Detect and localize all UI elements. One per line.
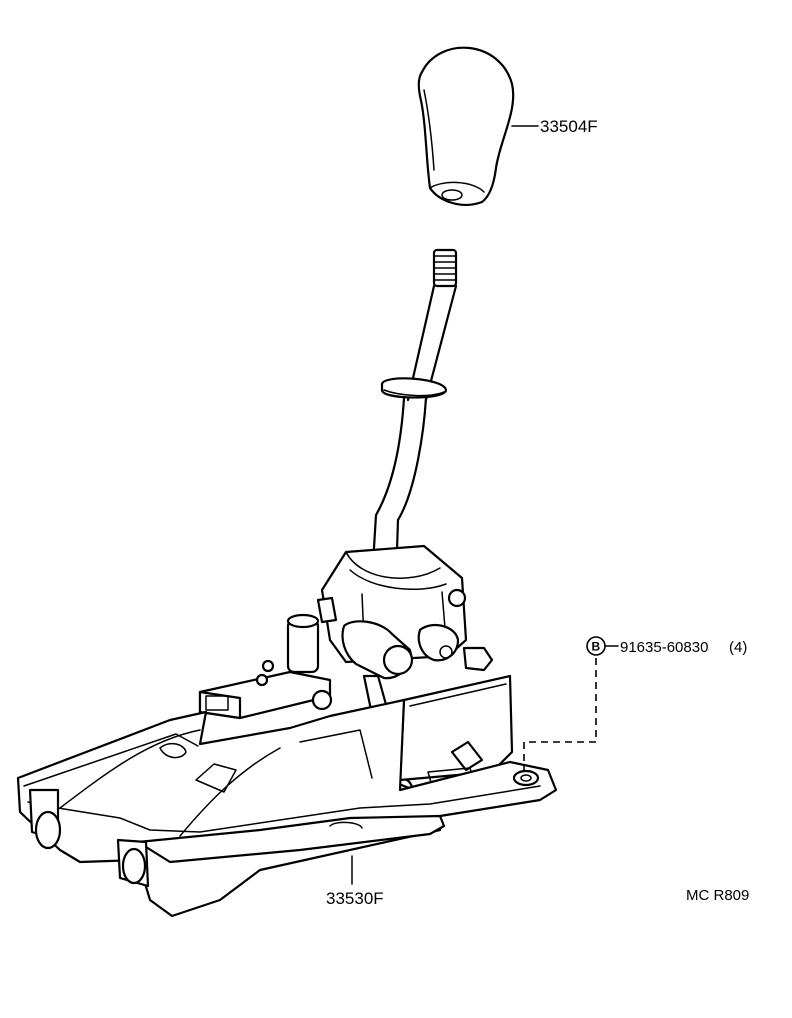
bolt-leader-line bbox=[523, 658, 597, 772]
bracket-arm bbox=[198, 659, 332, 720]
select-link bbox=[286, 613, 494, 680]
knob-part-number: 33504F bbox=[540, 117, 598, 136]
bolt-marker-letter: B bbox=[592, 640, 601, 654]
shift-knob bbox=[417, 46, 515, 206]
shift-lever-rod bbox=[370, 248, 458, 582]
bolt-quantity: (4) bbox=[729, 639, 747, 656]
bolt-part-number: 91635-60830 bbox=[620, 639, 708, 656]
diagram-code: MC R809 bbox=[686, 887, 749, 904]
housing-part-number: 33530F bbox=[326, 889, 384, 908]
bolt-marker-b-icon: B bbox=[586, 636, 606, 656]
shift-housing-base bbox=[16, 698, 558, 918]
